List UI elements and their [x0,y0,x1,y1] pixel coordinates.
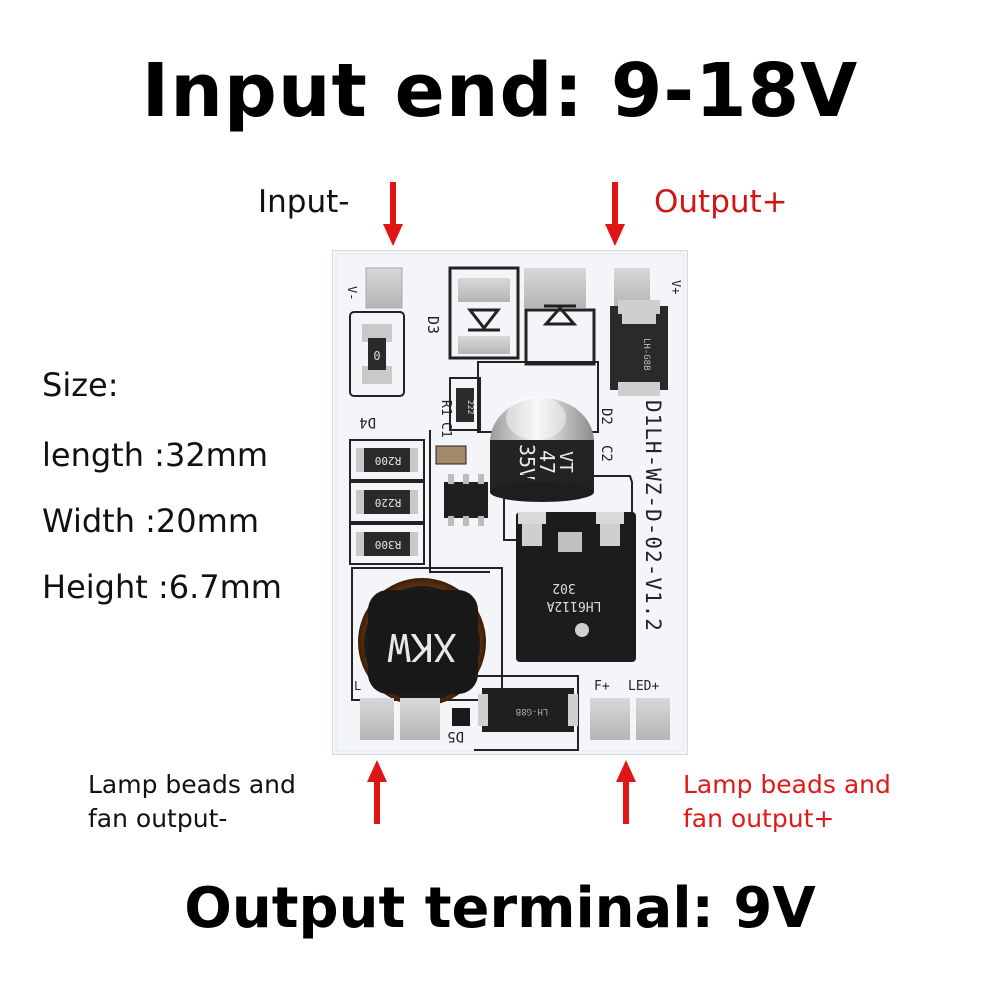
res-r300-marking: R300 [375,538,402,551]
lamp-plus-label: Lamp beads and fan output+ [683,768,891,836]
pcb-board-image: V- V+ D3 0 D4 222 R1 C1 R200 [331,249,689,756]
ref-d4-label: D4 [359,414,376,430]
ref-d2-label: D2 [598,408,614,425]
regulator-part-marking: LH6112A [546,598,601,613]
d5-marking: LH-G8B [516,706,549,716]
ref-d3-label: D3 [424,316,442,334]
size-heading: Size: [42,366,119,404]
sot-marking: 0 [373,349,380,363]
ref-r1-label: R1 [438,400,453,416]
lamp-plus-line1: Lamp beads and [683,770,891,799]
ref-c1-label: C1 [438,422,453,438]
ref-f-label: F+ [594,679,610,694]
footer-title: Output terminal: 9V [184,876,816,941]
output-plus-label: Output+ [654,184,788,220]
ref-d5-label: D5 [447,728,464,744]
lamp-plus-line2: fan output+ [683,804,835,833]
cap-series-marking: VT [555,451,576,473]
ref-c2-label: C2 [598,445,614,462]
pad-v-plus-label: V+ [669,280,683,294]
pad-led-plus-label: LED+ [628,679,659,694]
lamp-minus-line1: Lamp beads and [88,770,296,799]
res-r200-marking: R200 [375,454,402,467]
res-222-marking: 222 [466,400,475,415]
output-plus-arrow-icon [605,182,625,246]
lamp-plus-arrow-icon [616,760,636,824]
input-minus-arrow-icon [383,182,403,246]
lamp-minus-label: Lamp beads and fan output- [88,768,296,836]
input-minus-label: Input- [258,184,350,220]
regulator-code-marking: 302 [552,580,575,595]
pad-v-minus-label: V- [345,286,359,300]
board-model-silkscreen: D1LH-WZ-D-02-V1.2 [641,400,665,632]
size-length: length :32mm [42,436,269,474]
lamp-minus-line2: fan output- [88,804,228,833]
inductor-marking: XKW [388,625,457,669]
d1-marking: LH-G8B [641,338,651,371]
size-height: Height :6.7mm [42,568,282,606]
lamp-minus-arrow-icon [367,760,387,824]
pad-l-label: L [354,679,361,693]
cap-voltage-marking: 35V [515,444,539,480]
cap-value-marking: 47 [535,450,559,474]
page-title: Input end: 9-18V [141,48,859,134]
res-r220-marking: R220 [375,496,402,509]
size-width: Width :20mm [42,502,259,540]
